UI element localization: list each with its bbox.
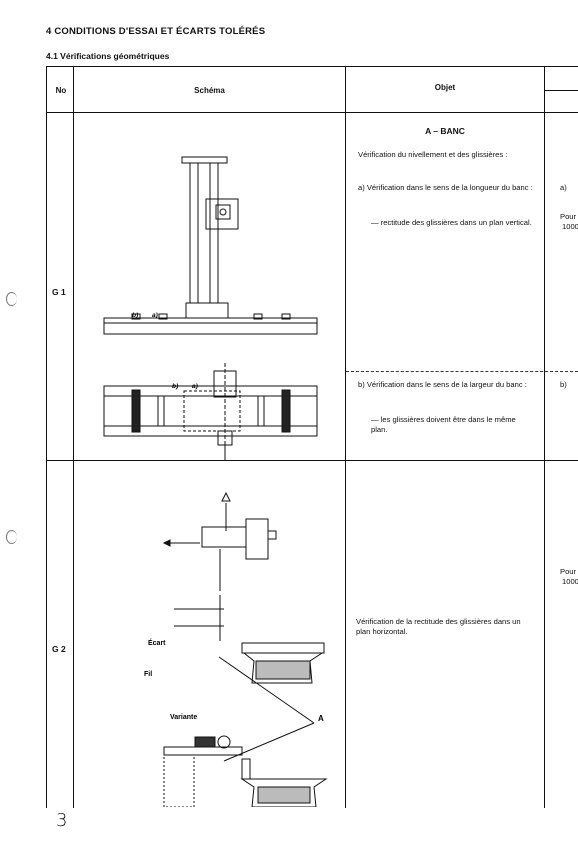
g2-label-fil: Fil bbox=[144, 671, 152, 678]
g1-right-pour: Pour bbox=[560, 212, 577, 221]
binding-hole-mark bbox=[6, 530, 17, 544]
column-header-objet: Objet bbox=[434, 83, 456, 92]
g2-text: Vérification de la rectitude des glissiè… bbox=[356, 617, 521, 636]
g2-label-ecart: Écart bbox=[148, 638, 166, 647]
g1-item-b: b) Vérification dans le sens de la large… bbox=[358, 380, 527, 389]
row-id-g2: G 2 bbox=[52, 644, 66, 654]
g1-item-a-detail: — rectitude des glissières dans un plan … bbox=[371, 218, 532, 227]
g1-heading: A – BANC bbox=[425, 126, 465, 136]
g1-fig-label-a-plan: a) bbox=[192, 383, 198, 390]
g1-item-b-detail: — les glissières doivent être dans le mê… bbox=[371, 415, 516, 434]
g1-fig-label-b: b) bbox=[132, 312, 138, 319]
g1-right-a: a) bbox=[560, 183, 567, 192]
g2-label-a: A bbox=[318, 714, 324, 723]
subsection-title: 4.1 Vérifications géométriques bbox=[46, 51, 170, 61]
g2-right-1000: 1000 bbox=[562, 577, 578, 586]
page-number: 3 bbox=[56, 810, 68, 831]
g1-item-a: a) Vérification dans le sens de la longu… bbox=[358, 183, 533, 192]
g1-right-1000: 1000 bbox=[562, 222, 578, 231]
g1-fig-label-a: a) bbox=[152, 312, 158, 319]
column-header-schema: Schéma bbox=[194, 86, 225, 95]
g1-right-b: b) bbox=[560, 380, 567, 389]
column-header-number: No bbox=[55, 86, 67, 95]
verification-table: No Schéma Objet G 1 A – BANC Vérificatio… bbox=[46, 66, 578, 808]
binding-hole-mark bbox=[6, 292, 17, 306]
row-id-g1: G 1 bbox=[52, 287, 66, 297]
section-title: 4 CONDITIONS D'ESSAI ET ÉCARTS TOLÉRÉS bbox=[46, 26, 266, 37]
g1-bed-diagram: b) a) b) a) bbox=[103, 156, 318, 460]
g2-slide-diagram: Écart Fil Variante A bbox=[144, 491, 328, 807]
g1-fig-label-b-plan: b) bbox=[172, 383, 178, 390]
g1-intro: Vérification du nivellement et des gliss… bbox=[358, 150, 508, 159]
g2-right-pour: Pour bbox=[560, 567, 577, 576]
g2-label-variante: Variante bbox=[170, 714, 197, 721]
